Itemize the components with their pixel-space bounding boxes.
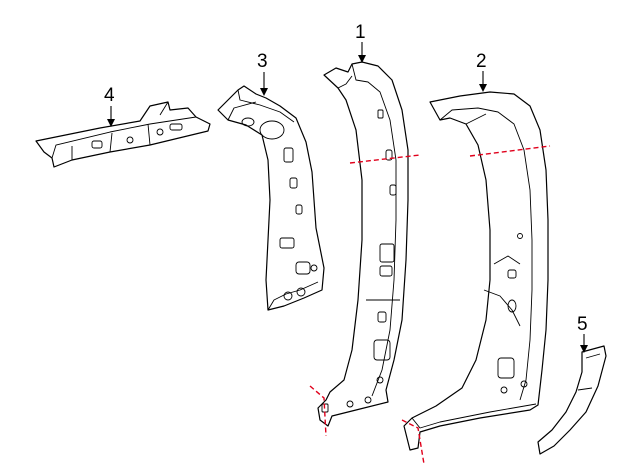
arrow-3	[260, 88, 268, 96]
part-1[interactable]	[317, 61, 409, 427]
callout-4[interactable]: 4	[104, 85, 115, 106]
callout-1[interactable]: 1	[355, 22, 366, 43]
callout-3[interactable]: 3	[257, 51, 268, 72]
part-5[interactable]	[537, 345, 607, 455]
part-3[interactable]	[217, 85, 325, 311]
arrow-5	[580, 345, 588, 353]
arrow-4	[107, 119, 115, 127]
cut-line-1-bottom	[309, 385, 327, 437]
part-4[interactable]	[35, 101, 211, 168]
callout-2[interactable]: 2	[476, 51, 487, 72]
arrow-2	[479, 84, 487, 92]
arrow-1	[358, 55, 366, 63]
callout-5[interactable]: 5	[577, 314, 588, 335]
part-2[interactable]	[403, 91, 549, 451]
cut-line-1-top	[349, 154, 421, 164]
cut-line-2-bottom	[401, 419, 425, 465]
cut-line-2-top	[469, 145, 551, 157]
